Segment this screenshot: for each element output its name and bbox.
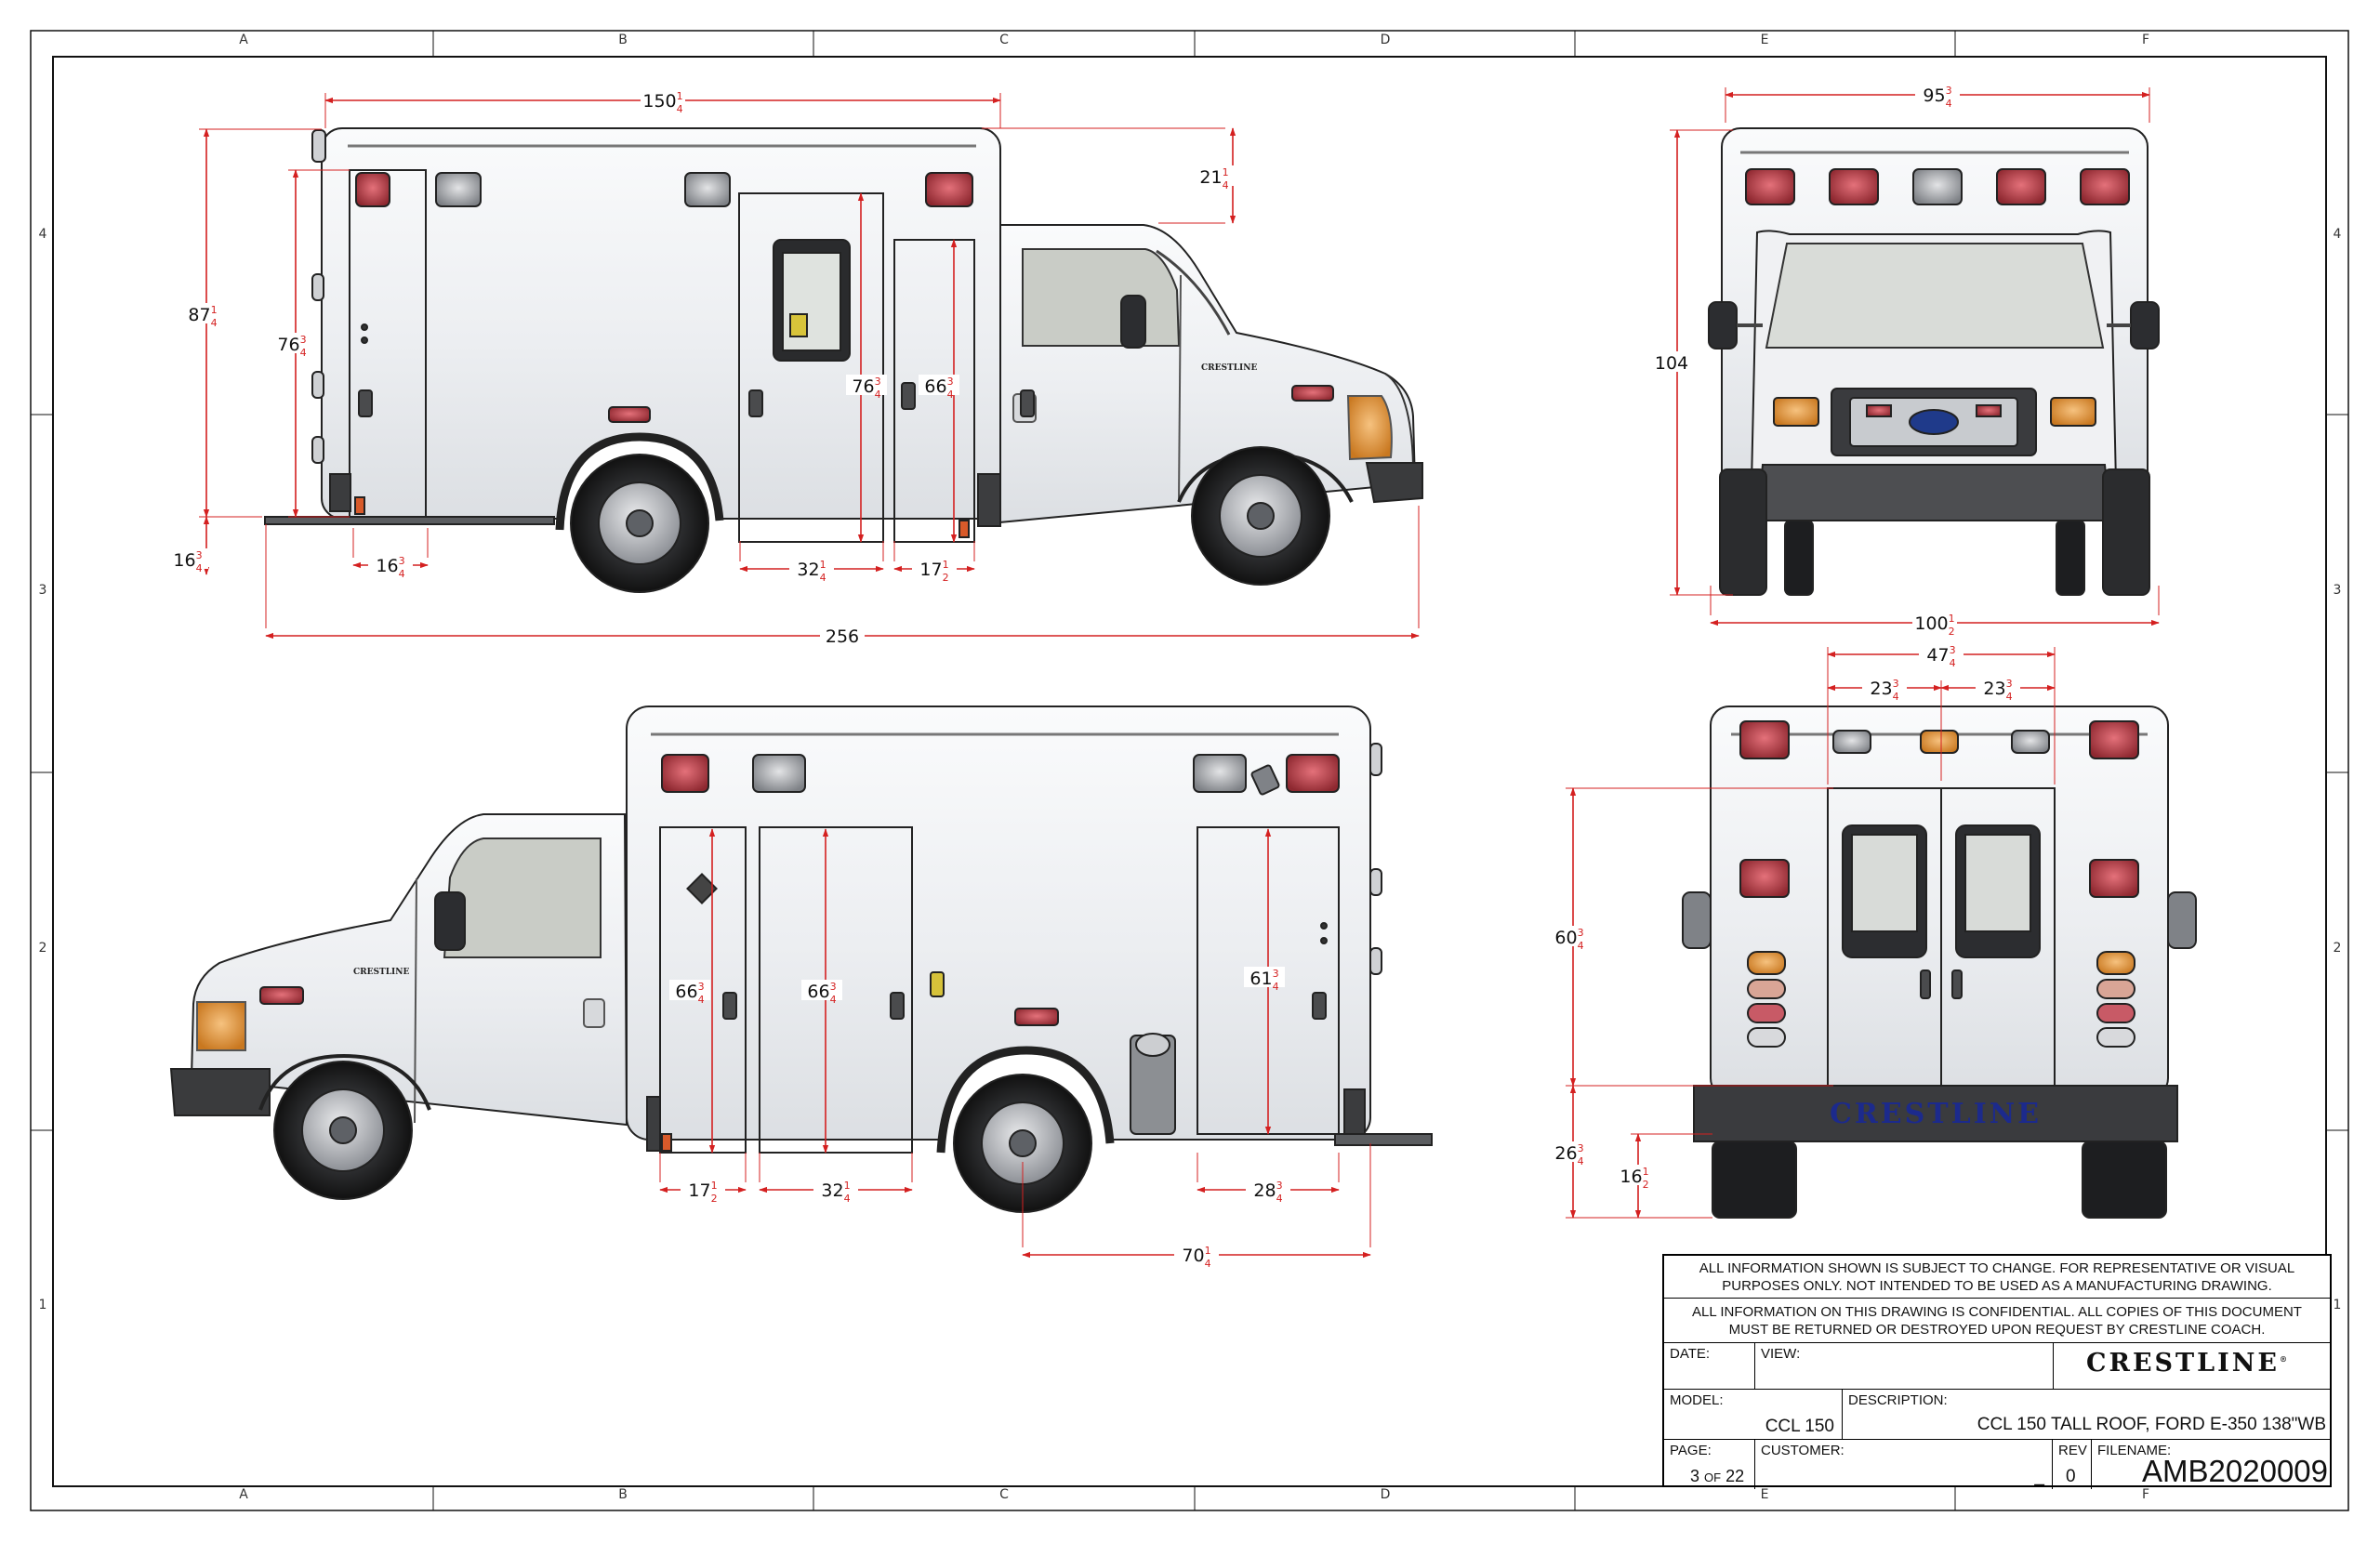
grid-col-A-bottom: A <box>239 1487 248 1502</box>
grid-col-C-bottom: C <box>999 1487 1009 1502</box>
dim-overall-length-value: 256 <box>826 626 859 647</box>
description-label: DESCRIPTION: <box>1848 1392 1948 1408</box>
date-label: DATE: <box>1670 1346 1711 1362</box>
grid-col-F-bottom: F <box>2142 1487 2149 1502</box>
grid-col-E-bottom: E <box>1761 1487 1769 1502</box>
filename-cell: FILENAME: AMB2020009 <box>2092 1440 2334 1489</box>
page-cell: PAGE: 3 OF 22 <box>1664 1440 1755 1489</box>
left-rear-wheel <box>570 454 709 593</box>
page-number: 3 OF 22 <box>1690 1467 1745 1485</box>
page-label: PAGE: <box>1670 1443 1712 1458</box>
date-cell: DATE: <box>1664 1343 1755 1389</box>
right-front-wheel <box>273 1061 413 1200</box>
notice-confidential: ALL INFORMATION ON THIS DRAWING IS CONFI… <box>1664 1299 2330 1343</box>
view-label: VIEW: <box>1761 1346 1801 1362</box>
cab-brand-mark-right: CRESTLINE <box>353 968 409 977</box>
right-side-view: CRESTLINE <box>169 706 1433 1213</box>
model-label: MODEL: <box>1670 1392 1724 1408</box>
left-side-view: CRESTLINE <box>264 127 1423 593</box>
grid-row-3-left: 3 <box>39 583 47 598</box>
dim-front-overall-height-value: 104 <box>1655 353 1688 374</box>
logo-cell: CRESTLINE® <box>2053 1343 2332 1389</box>
model-value: CCL 150 <box>1765 1417 1834 1436</box>
grid-col-B-top: B <box>618 33 628 47</box>
rev-value: 0 <box>2066 1467 2076 1486</box>
grid-col-F-top: F <box>2142 33 2149 47</box>
crestline-logo: CRESTLINE® <box>2086 1349 2287 1378</box>
title-block: ALL INFORMATION SHOWN IS SUBJECT TO CHAN… <box>1662 1254 2334 1489</box>
left-front-wheel <box>1191 446 1330 586</box>
customer-cell: CUSTOMER: _ <box>1755 1440 2053 1489</box>
grid-row-2-right: 2 <box>2334 941 2342 956</box>
rear-bumper-brand: CRESTLINE <box>1830 1098 2042 1130</box>
notice-representative: ALL INFORMATION SHOWN IS SUBJECT TO CHAN… <box>1664 1256 2330 1299</box>
grid-row-3-right: 3 <box>2334 583 2342 598</box>
view-cell: VIEW: <box>1755 1343 2053 1389</box>
rev-cell: REV 0 <box>2053 1440 2092 1489</box>
grid-col-B-bottom: B <box>618 1487 628 1502</box>
grid-col-D-bottom: D <box>1381 1487 1391 1502</box>
grid-row-4-left: 4 <box>39 227 47 242</box>
description-value: CCL 150 TALL ROOF, FORD E-350 138"WB <box>1977 1415 2326 1434</box>
grid-col-C-top: C <box>999 33 1009 47</box>
rear-view: CRESTLINE <box>1682 706 2197 1219</box>
grid-col-E-top: E <box>1761 33 1769 47</box>
grid-col-D-top: D <box>1381 33 1391 47</box>
grid-reference-labels: A A B B C C D D E E F F 4 4 3 3 2 2 1 1 <box>31 31 2348 1510</box>
grid-row-1-left: 1 <box>39 1298 47 1312</box>
filename-value: AMB2020009 <box>2142 1454 2328 1488</box>
description-cell: DESCRIPTION: CCL 150 TALL ROOF, FORD E-3… <box>1843 1390 2334 1439</box>
grid-col-A-top: A <box>239 33 248 47</box>
model-cell: MODEL: CCL 150 <box>1664 1390 1843 1439</box>
front-view <box>1708 127 2160 596</box>
customer-label: CUSTOMER: <box>1761 1443 1844 1458</box>
rev-label: REV <box>2058 1443 2087 1458</box>
drawing-border <box>30 30 2349 1511</box>
filename-label: FILENAME: <box>2097 1443 2172 1458</box>
grid-row-1-right: 1 <box>2334 1298 2342 1312</box>
grid-row-2-left: 2 <box>39 941 47 956</box>
grid-row-4-right: 4 <box>2334 227 2342 242</box>
cab-brand-mark-left: CRESTLINE <box>1201 363 1257 373</box>
customer-value: _ <box>2034 1467 2044 1486</box>
